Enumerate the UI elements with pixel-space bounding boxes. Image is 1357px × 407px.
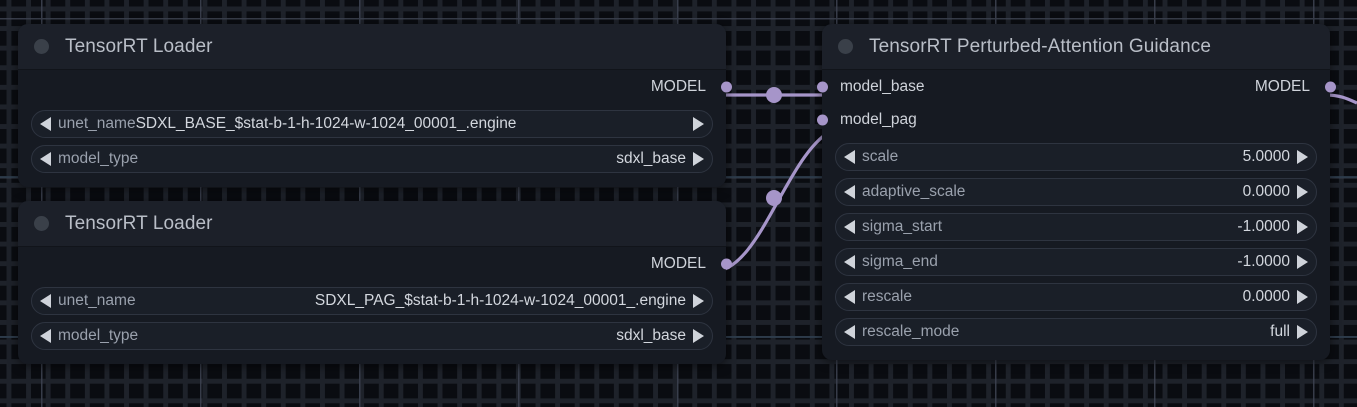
widget-list: unet_name SDXL_BASE_$stat-b-1-h-1024-w-1… xyxy=(18,110,726,173)
widget-label: adaptive_scale xyxy=(862,183,966,200)
node-title-text: TensorRT Loader xyxy=(65,212,213,234)
widget-label: unet_name xyxy=(58,115,136,132)
input-slot-label: model_base xyxy=(840,77,925,95)
node-title-bar[interactable]: TensorRT Loader xyxy=(18,24,726,70)
node-body: MODEL unet_name SDXL_PAG_$stat-b-1-h-102… xyxy=(18,247,732,364)
chevron-left-icon[interactable] xyxy=(40,152,51,166)
collapse-dot-icon[interactable] xyxy=(34,216,49,231)
input-slot-label: model_pag xyxy=(840,110,917,128)
widget-value: 5.0000 xyxy=(1242,148,1290,165)
widget-unet-name[interactable]: unet_name SDXL_BASE_$stat-b-1-h-1024-w-1… xyxy=(31,110,713,138)
widget-label: model_type xyxy=(58,150,139,167)
widget-label: sigma_start xyxy=(862,218,943,235)
output-slot-model[interactable]: MODEL xyxy=(18,247,732,280)
link-pag-model-output xyxy=(1325,93,1357,105)
widget-value: sdxl_base xyxy=(616,150,686,167)
widget-value: SDXL_BASE_$stat-b-1-h-1024-w-1024_00001_… xyxy=(135,115,517,132)
chevron-right-icon[interactable] xyxy=(693,117,704,131)
node-tensorrt-perturbed-attention-guidance[interactable]: TensorRT Perturbed-Attention Guidance mo… xyxy=(816,24,1336,360)
widget-scale[interactable]: scale 5.0000 xyxy=(835,143,1317,171)
chevron-left-icon[interactable] xyxy=(40,329,51,343)
input-slot-dot-icon[interactable] xyxy=(816,81,828,92)
chevron-left-icon[interactable] xyxy=(844,150,855,164)
chevron-left-icon[interactable] xyxy=(844,325,855,339)
widget-list: scale 5.0000 adaptive_scale 0.0000 sigma… xyxy=(822,143,1330,346)
chevron-right-icon[interactable] xyxy=(1297,290,1308,304)
chevron-right-icon[interactable] xyxy=(693,329,704,343)
node-body: model_base MODEL model_pag scale 5.0000 … xyxy=(816,70,1336,360)
widget-label: model_type xyxy=(58,327,139,344)
output-slot-label: MODEL xyxy=(650,254,706,272)
slot-row-model-pag[interactable]: model_pag xyxy=(816,103,1330,136)
chevron-left-icon[interactable] xyxy=(40,117,51,131)
widget-label: sigma_end xyxy=(862,253,938,270)
widget-model-type[interactable]: model_type sdxl_base xyxy=(31,145,713,173)
widget-sigma-end[interactable]: sigma_end -1.0000 xyxy=(835,248,1317,276)
widget-value: 0.0000 xyxy=(1242,183,1290,200)
widget-label: scale xyxy=(862,148,899,165)
widget-rescale[interactable]: rescale 0.0000 xyxy=(835,283,1317,311)
output-slot-model[interactable]: MODEL xyxy=(18,70,732,103)
output-slot-dot-icon[interactable] xyxy=(720,258,732,269)
widget-list: unet_name SDXL_PAG_$stat-b-1-h-1024-w-10… xyxy=(18,287,726,350)
widget-label: rescale xyxy=(862,288,912,305)
node-title-text: TensorRT Loader xyxy=(65,35,213,57)
widget-value: -1.0000 xyxy=(1237,218,1290,235)
link-midpoint-dot-2 xyxy=(766,190,782,206)
chevron-left-icon[interactable] xyxy=(40,294,51,308)
output-slot-dot-icon[interactable] xyxy=(720,81,732,92)
node-title-bar[interactable]: TensorRT Loader xyxy=(18,201,726,247)
widget-label: rescale_mode xyxy=(862,323,960,340)
collapse-dot-icon[interactable] xyxy=(838,39,853,54)
node-tensorrt-loader-2[interactable]: TensorRT Loader MODEL unet_name SDXL_PAG… xyxy=(18,201,732,364)
widget-unet-name[interactable]: unet_name SDXL_PAG_$stat-b-1-h-1024-w-10… xyxy=(31,287,713,315)
chevron-left-icon[interactable] xyxy=(844,185,855,199)
widget-adaptive-scale[interactable]: adaptive_scale 0.0000 xyxy=(835,178,1317,206)
node-body: MODEL unet_name SDXL_BASE_$stat-b-1-h-10… xyxy=(18,70,732,187)
node-title-bar[interactable]: TensorRT Perturbed-Attention Guidance xyxy=(822,24,1330,70)
chevron-right-icon[interactable] xyxy=(1297,220,1308,234)
widget-rescale-mode[interactable]: rescale_mode full xyxy=(835,318,1317,346)
chevron-right-icon[interactable] xyxy=(1297,185,1308,199)
node-title-text: TensorRT Perturbed-Attention Guidance xyxy=(869,35,1212,57)
output-slot-label: MODEL xyxy=(1254,77,1310,95)
widget-value: SDXL_PAG_$stat-b-1-h-1024-w-1024_00001_.… xyxy=(314,292,686,309)
chevron-left-icon[interactable] xyxy=(844,255,855,269)
widget-label: unet_name xyxy=(58,292,136,309)
widget-value: sdxl_base xyxy=(616,327,686,344)
slot-row-model-base[interactable]: model_base MODEL xyxy=(816,70,1336,103)
widget-value: -1.0000 xyxy=(1237,253,1290,270)
chevron-left-icon[interactable] xyxy=(844,290,855,304)
chevron-right-icon[interactable] xyxy=(1297,255,1308,269)
chevron-right-icon[interactable] xyxy=(1297,150,1308,164)
input-slot-dot-icon[interactable] xyxy=(816,114,828,125)
chevron-left-icon[interactable] xyxy=(844,220,855,234)
chevron-right-icon[interactable] xyxy=(1297,325,1308,339)
node-tensorrt-loader-1[interactable]: TensorRT Loader MODEL unet_name SDXL_BAS… xyxy=(18,24,732,187)
output-slot-label: MODEL xyxy=(650,77,706,95)
chevron-right-icon[interactable] xyxy=(693,294,704,308)
link-midpoint-dot-1 xyxy=(766,87,782,103)
chevron-right-icon[interactable] xyxy=(693,152,704,166)
widget-value: 0.0000 xyxy=(1242,288,1290,305)
collapse-dot-icon[interactable] xyxy=(34,39,49,54)
widget-value: full xyxy=(1270,323,1290,340)
output-slot-dot-icon[interactable] xyxy=(1324,81,1336,92)
widget-model-type[interactable]: model_type sdxl_base xyxy=(31,322,713,350)
link-loader2-to-model-pag xyxy=(711,126,837,274)
widget-sigma-start[interactable]: sigma_start -1.0000 xyxy=(835,213,1317,241)
